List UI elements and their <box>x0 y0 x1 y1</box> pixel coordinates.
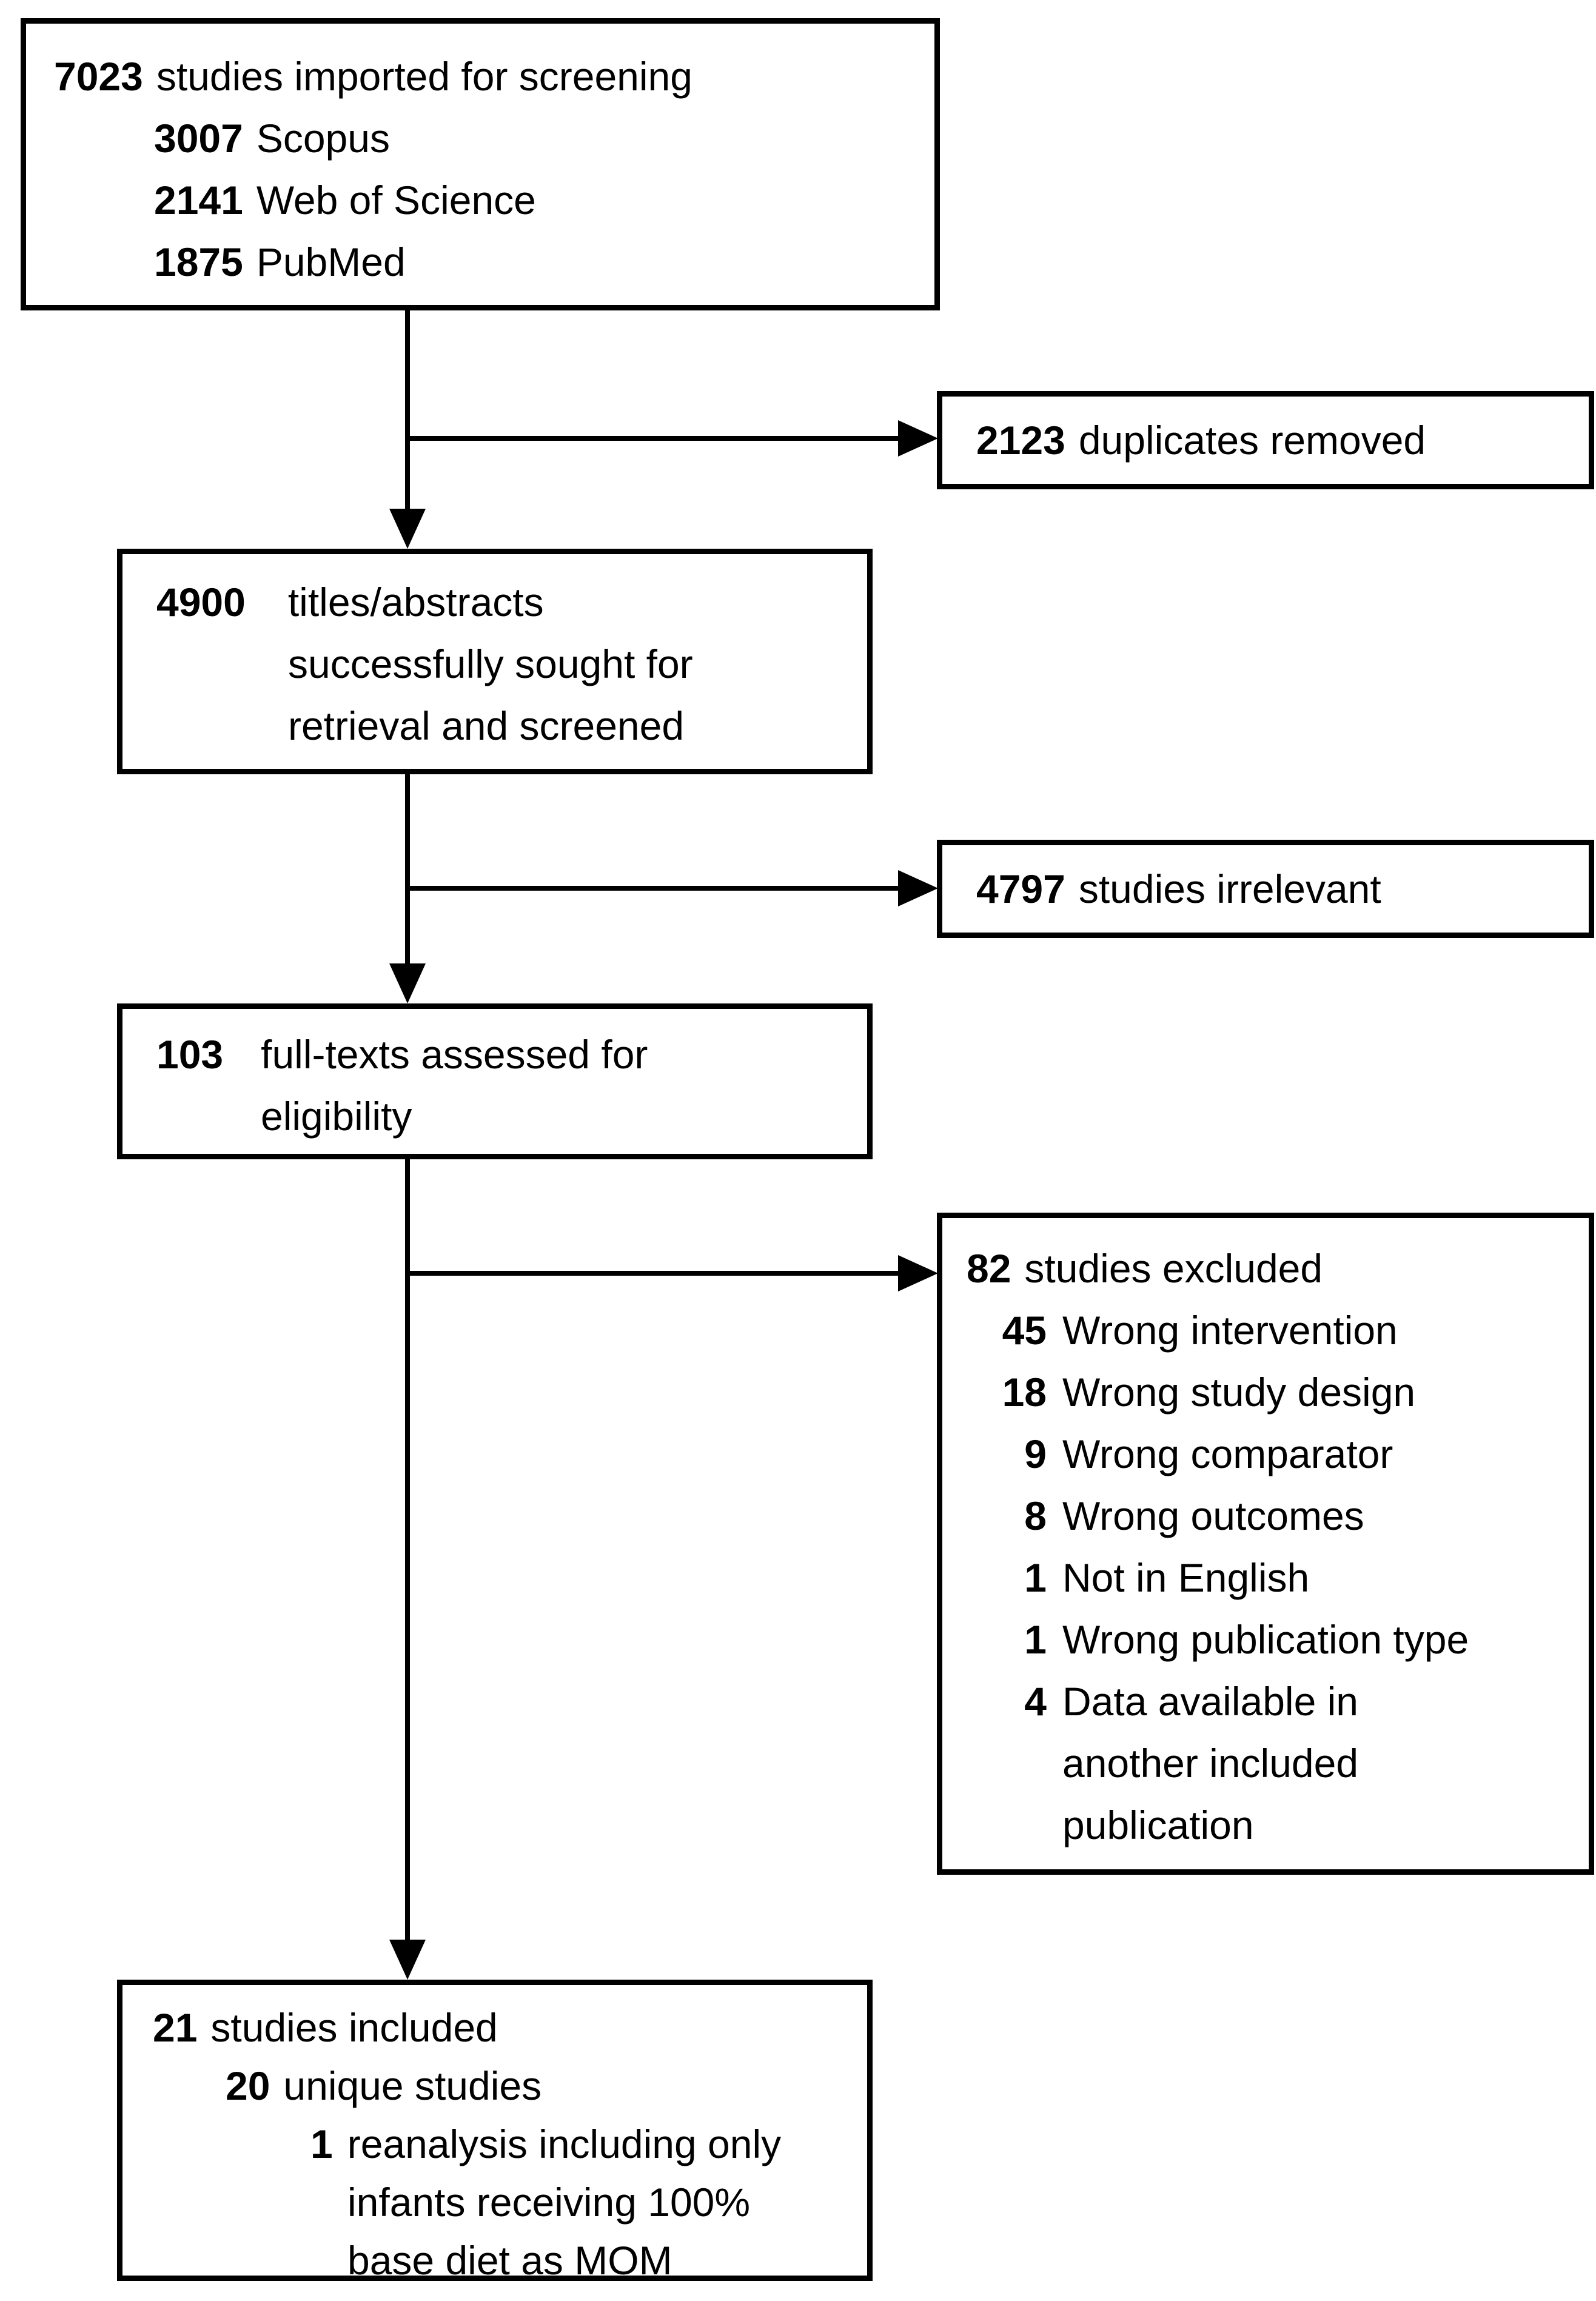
excluded-reason-wrong-intervention: 45 Wrong intervention <box>967 1299 1583 1361</box>
reanalysis-count: 1 <box>310 2122 333 2166</box>
reason-count: 4 <box>1024 1679 1047 1724</box>
fulltext-line2: eligibility <box>261 1094 412 1139</box>
screened-line2: successfully sought for <box>288 641 693 686</box>
excluded-reason-wrong-study-design: 18 Wrong study design <box>967 1361 1583 1423</box>
connector-line-branch-excluded <box>405 1271 899 1276</box>
fulltext-title-row: 103 full-texts assessed for <box>156 1023 855 1085</box>
arrowhead-down-included <box>389 1940 426 1980</box>
pubmed-count: 1875 <box>154 239 243 284</box>
screened-line1: titles/abstracts <box>287 580 544 625</box>
arrowhead-right-excluded <box>898 1255 938 1291</box>
box-fulltexts-assessed: 103 full-texts assessed for eligibility <box>117 1003 873 1159</box>
unique-label: unique studies <box>283 2063 542 2108</box>
excluded-title-row: 82 studies excluded <box>967 1238 1583 1299</box>
reanalysis-line2: infants receiving 100% <box>347 2180 751 2225</box>
included-label: studies included <box>210 2005 498 2050</box>
duplicates-label: duplicates removed <box>1078 418 1426 463</box>
included-unique-row: 20 unique studies <box>226 2057 858 2115</box>
scopus-count: 3007 <box>154 116 243 161</box>
arrowhead-right-duplicates <box>898 420 938 457</box>
reason-label: Not in English <box>1062 1555 1310 1600</box>
box-duplicates-removed: 2123 duplicates removed <box>937 391 1594 489</box>
reason-count: 18 <box>1002 1370 1047 1415</box>
connector-line-imported-to-screened <box>405 310 410 511</box>
imported-count: 7023 <box>54 54 143 99</box>
wos-count: 2141 <box>154 178 243 223</box>
box-studies-irrelevant: 4797 studies irrelevant <box>937 840 1594 938</box>
box-studies-included: 21 studies included 20 unique studies 1 … <box>117 1980 873 2283</box>
screened-title-row: 4900 titles/abstracts <box>156 571 855 633</box>
source-row-pubmed: 1875 PubMed <box>154 231 922 293</box>
pubmed-label: PubMed <box>256 239 406 284</box>
reason-label: Wrong outcomes <box>1062 1493 1364 1538</box>
scopus-label: Scopus <box>256 116 390 161</box>
reason-count: 9 <box>1024 1432 1047 1476</box>
excluded-label: studies excluded <box>1024 1246 1323 1291</box>
source-row-scopus: 3007 Scopus <box>154 107 922 169</box>
box-studies-excluded: 82 studies excluded 45 Wrong interventio… <box>937 1213 1594 1875</box>
fulltext-line1: full-texts assessed for <box>261 1032 648 1077</box>
reason-label: Data available in <box>1062 1679 1358 1724</box>
wos-label: Web of Science <box>256 178 536 223</box>
source-row-web-of-science: 2141 Web of Science <box>154 169 922 231</box>
arrowhead-right-irrelevant <box>898 870 938 906</box>
included-count: 21 <box>153 2005 198 2050</box>
reason-count: 45 <box>1002 1308 1047 1353</box>
irrelevant-count: 4797 <box>976 866 1065 911</box>
unique-count: 20 <box>226 2063 270 2108</box>
box-studies-imported: 7023 studies imported for screening 3007… <box>21 18 940 310</box>
included-title-row: 21 studies included <box>153 1998 858 2057</box>
excluded-reason-wrong-comparator: 9 Wrong comparator <box>967 1423 1583 1485</box>
excluded-reason-wrong-publication-type: 1 Wrong publication type <box>967 1609 1583 1670</box>
reason-count: 1 <box>1024 1555 1047 1600</box>
arrowhead-down-screened <box>389 509 426 549</box>
excluded-reason-data-available-line3: publication <box>1062 1803 1254 1847</box>
irrelevant-label: studies irrelevant <box>1078 866 1381 911</box>
connector-line-branch-irrelevant <box>405 886 899 891</box>
screened-count: 4900 <box>156 580 246 625</box>
reanalysis-line3: base diet as MOM <box>347 2238 672 2283</box>
arrowhead-down-fulltext <box>389 963 426 1003</box>
excluded-reason-data-available: 4 Data available in <box>967 1670 1583 1732</box>
reason-label: Wrong publication type <box>1062 1617 1469 1662</box>
reason-label: Wrong study design <box>1062 1370 1416 1415</box>
duplicates-count: 2123 <box>976 418 1065 463</box>
reason-label: Wrong comparator <box>1062 1432 1393 1476</box>
screened-line3: retrieval and screened <box>288 703 685 748</box>
reason-label: Wrong intervention <box>1062 1308 1398 1353</box>
excluded-count: 82 <box>967 1246 1011 1291</box>
box-titles-abstracts-screened: 4900 titles/abstracts successfully sough… <box>117 549 873 774</box>
reanalysis-line1: reanalysis including only <box>347 2122 782 2166</box>
connector-line-branch-duplicates <box>405 436 899 441</box>
imported-label: studies imported for screening <box>156 54 692 99</box>
included-reanalysis-row: 1 reanalysis including only <box>310 2115 858 2173</box>
reason-count: 1 <box>1024 1617 1047 1662</box>
imported-title-row: 7023 studies imported for screening <box>54 45 922 107</box>
excluded-reason-not-in-english: 1 Not in English <box>967 1547 1583 1609</box>
excluded-reason-wrong-outcomes: 8 Wrong outcomes <box>967 1485 1583 1547</box>
reason-count: 8 <box>1024 1493 1047 1538</box>
fulltext-count: 103 <box>156 1032 224 1077</box>
connector-line-screened-to-fulltext <box>405 774 410 965</box>
connector-line-fulltext-to-included <box>405 1159 410 1941</box>
excluded-reason-data-available-line2: another included <box>1062 1741 1359 1786</box>
